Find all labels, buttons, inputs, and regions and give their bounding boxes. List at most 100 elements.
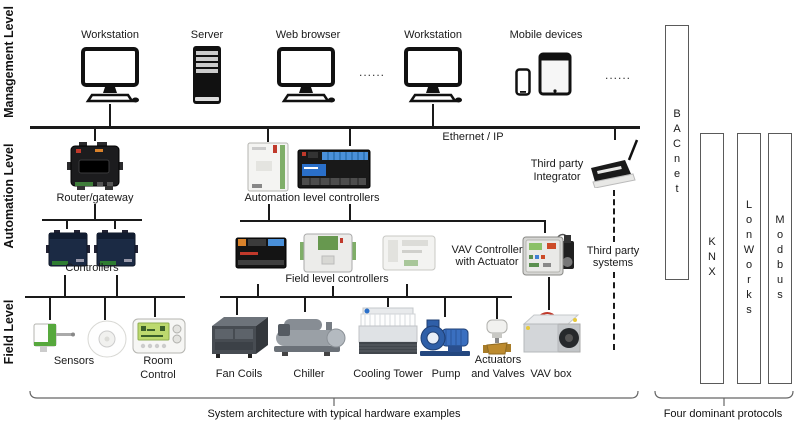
third-party-systems-label: systems: [592, 257, 634, 269]
ellipsis-right: ......: [604, 68, 631, 82]
controller-icon: [46, 230, 90, 267]
workstation-icon: [404, 47, 462, 103]
ethernet-bus-line: [30, 126, 640, 129]
connector: [267, 128, 269, 142]
actuators-valves-label: and Valves: [471, 368, 525, 380]
connector: [94, 128, 96, 141]
connector: [614, 128, 616, 140]
field-bus-line: [25, 296, 185, 298]
connector: [49, 298, 51, 320]
automation-controller-icon: [297, 149, 371, 189]
room-control-label: Room: [143, 355, 173, 367]
protocol-bar-bacnet: BACnet: [665, 25, 689, 280]
room-control-label: Control: [140, 369, 176, 381]
third-party-integrator-label: Third party: [530, 158, 584, 170]
connector: [406, 284, 408, 297]
architecture-caption: System architecture with typical hardwar…: [207, 408, 461, 420]
fan-coil-icon: [212, 317, 268, 358]
workstation2-label: Workstation: [404, 29, 462, 41]
pump-label: Pump: [431, 368, 461, 380]
knx-label: KNX: [706, 236, 718, 281]
connector: [257, 284, 259, 297]
bacnet-label: BACnet: [671, 107, 683, 198]
workstation1-label: Workstation: [81, 29, 139, 41]
connector: [236, 298, 238, 315]
occupancy-sensor-icon: [87, 320, 127, 358]
protocol-bar-modbus: Modbus: [768, 133, 792, 384]
pump-icon: [420, 319, 470, 356]
field-controller-icon: [300, 233, 356, 273]
router-gateway-icon: [67, 142, 123, 190]
protocols-caption: Four dominant protocols: [663, 408, 783, 420]
connector: [154, 298, 156, 317]
chiller-icon: [274, 319, 346, 356]
vav-box-icon: [522, 312, 581, 353]
sensors-label: Sensors: [53, 355, 95, 367]
third-party-dashed-line: [613, 190, 615, 242]
server-icon: [193, 46, 221, 104]
connector: [496, 298, 498, 319]
level-label-management: Management Level: [2, 6, 16, 118]
connector: [544, 222, 546, 233]
vav-controller-icon: [522, 233, 574, 276]
field-controllers-bus-line: [240, 220, 546, 222]
lonworks-label: LonWorks: [743, 198, 755, 319]
controllers-label: Controllers: [65, 262, 119, 274]
tablet-icon: [538, 52, 572, 96]
third-party-dashed-line: [613, 272, 615, 350]
connector: [64, 275, 66, 297]
automation-controllers-label: Automation level controllers: [244, 192, 380, 204]
connector: [104, 298, 106, 320]
vav-controller-label: with Actuator: [455, 256, 519, 268]
connector: [116, 275, 118, 297]
connector: [109, 104, 111, 127]
level-label-field: Field Level: [2, 299, 16, 365]
connector: [332, 286, 334, 297]
web-browser-icon: [277, 47, 335, 103]
valve-actuator-icon: [483, 319, 511, 355]
modbus-label: Modbus: [774, 213, 786, 304]
field-bus-line: [220, 296, 512, 298]
protocol-bar-lonworks: LonWorks: [737, 133, 761, 384]
connector: [349, 204, 351, 221]
connector: [548, 277, 550, 310]
connector: [268, 204, 270, 221]
connector: [349, 128, 351, 146]
workstation-icon: [81, 47, 139, 103]
connector: [94, 204, 96, 220]
server-label: Server: [190, 29, 224, 41]
room-thermostat-icon: [132, 318, 186, 354]
connector: [114, 221, 116, 229]
ellipsis-mid: ......: [358, 65, 385, 79]
mobile-devices-label: Mobile devices: [509, 29, 583, 41]
router-gateway-label: Router/gateway: [56, 192, 134, 204]
connector: [444, 298, 446, 317]
connector: [66, 221, 68, 229]
ethernet-bus-label: Ethernet / IP: [442, 131, 504, 143]
web-browser-label: Web browser: [275, 29, 341, 41]
smartphone-icon: [515, 68, 531, 96]
connector: [387, 298, 389, 307]
duct-sensor-icon: [33, 323, 75, 352]
vav-box-label: VAV box: [530, 368, 572, 380]
protocol-bar-knx: KNX: [700, 133, 724, 384]
fan-coils-label: Fan Coils: [215, 368, 263, 380]
level-label-automation: Automation Level: [2, 143, 16, 249]
third-party-integrator-label: Integrator: [533, 171, 581, 183]
controller-icon: [94, 230, 138, 267]
vav-controller-label: VAV Controller: [451, 244, 523, 256]
third-party-integrator-icon: [591, 139, 639, 188]
field-controller-icon: [235, 237, 287, 269]
cooling-tower-icon: [358, 307, 418, 354]
controllers-bus-line: [42, 219, 142, 221]
field-controller-icon: [382, 235, 436, 271]
brace-graphics: [29, 390, 794, 406]
third-party-systems-label: Third party: [586, 245, 640, 257]
chiller-label: Chiller: [293, 368, 325, 380]
actuators-valves-label: Actuators: [474, 354, 522, 366]
cooling-tower-label: Cooling Tower: [353, 368, 423, 380]
connector: [432, 104, 434, 127]
automation-controller-icon: [247, 142, 289, 192]
connector: [304, 298, 306, 312]
